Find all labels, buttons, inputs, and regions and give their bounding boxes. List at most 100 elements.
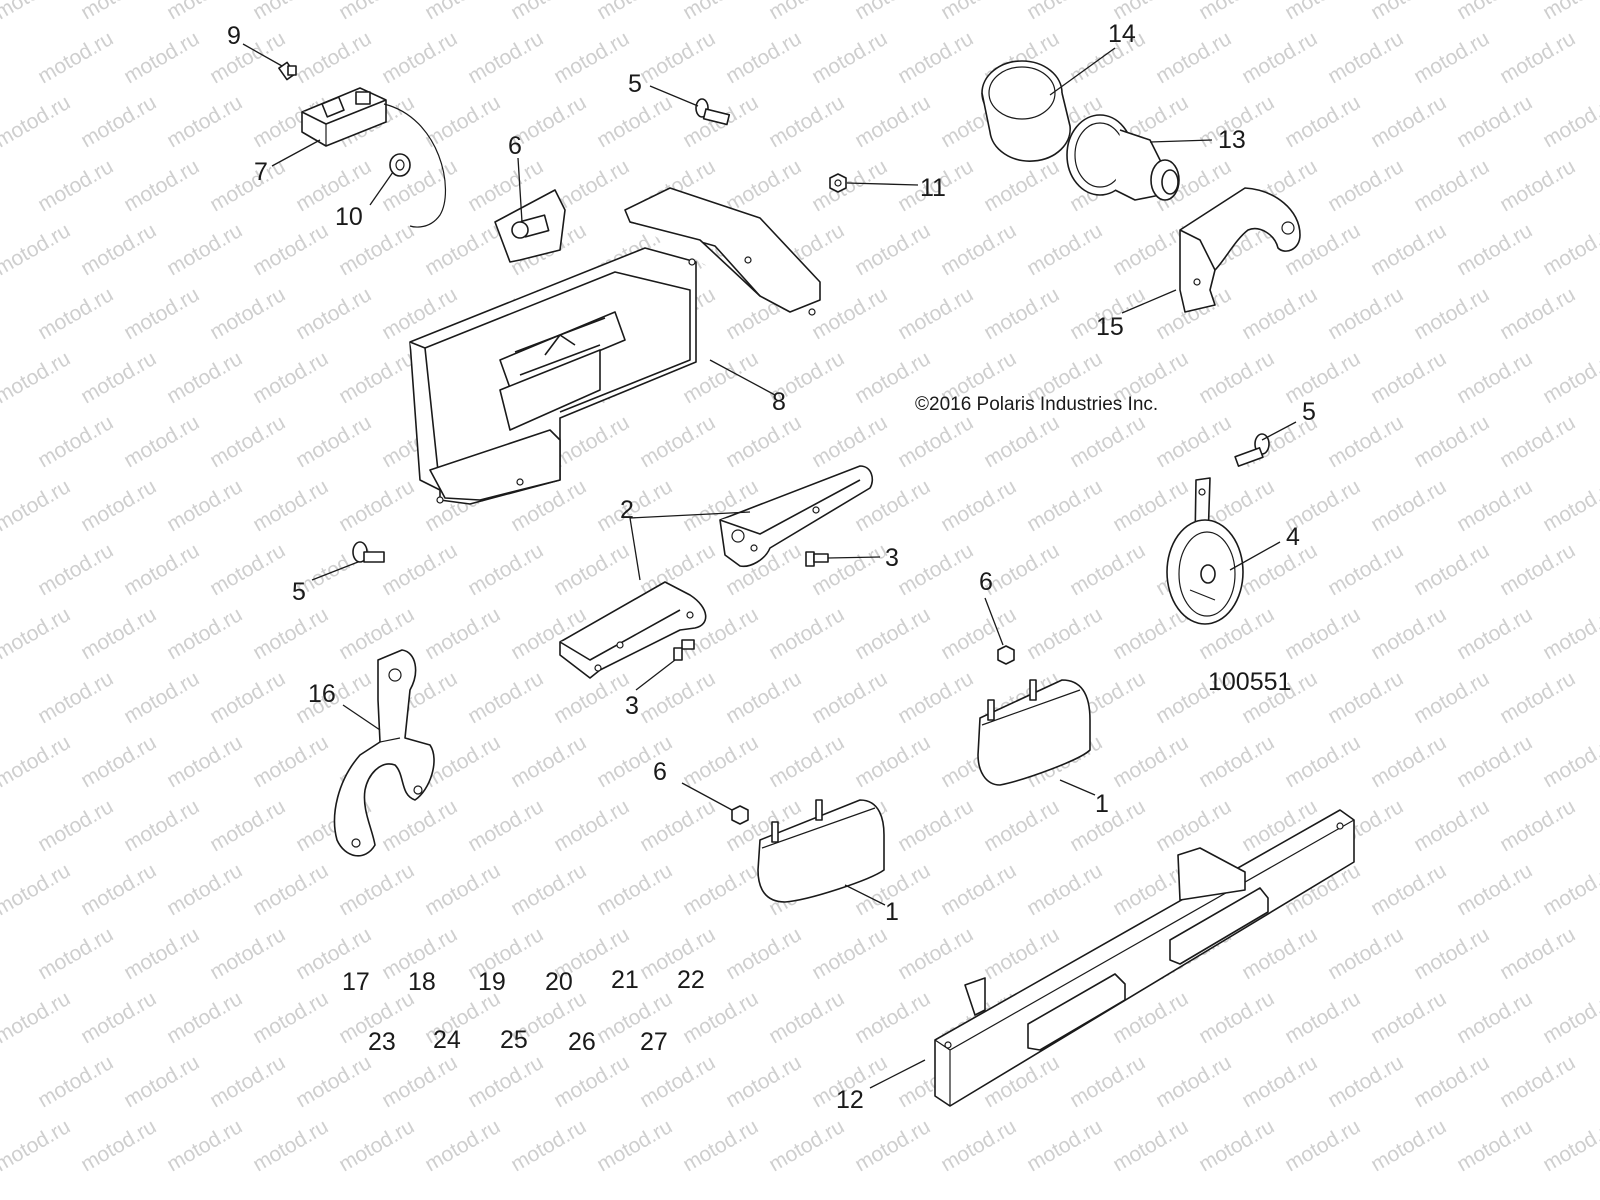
ref-27: 27 (640, 1028, 668, 1056)
watermark-text: motod.ru (679, 987, 762, 1048)
watermark-text: motod.ru (77, 475, 160, 536)
watermark-text: motod.ru (1023, 0, 1106, 24)
watermark-text: motod.ru (292, 283, 375, 344)
watermark-text: motod.ru (1066, 411, 1149, 472)
watermark-text: motod.ru (550, 795, 633, 856)
leader-lines (242, 43, 1297, 1089)
ref-25: 25 (500, 1026, 528, 1054)
watermark-text: motod.ru (808, 155, 891, 216)
watermark-text: motod.ru (1238, 539, 1321, 600)
watermark-text: motod.ru (421, 1115, 504, 1176)
watermark-text: motod.ru (1367, 1115, 1450, 1176)
watermark-text: motod.ru (593, 475, 676, 536)
watermark-text: motod.ru (636, 411, 719, 472)
watermark-text: motod.ru (1109, 603, 1192, 664)
watermark-text: motod.ru (1152, 411, 1235, 472)
watermark-text: motod.ru (0, 603, 74, 664)
watermark-text: motod.ru (894, 667, 977, 728)
watermark-text: motod.ru (249, 0, 332, 24)
watermark-text: motod.ru (0, 1115, 74, 1176)
watermark-text: motod.ru (1324, 923, 1407, 984)
part-screw-3-upper (805, 551, 829, 567)
extra-reference-numbers: 17 18 19 20 21 22 23 24 25 26 27 (342, 966, 705, 1056)
watermark-text: motod.ru (206, 795, 289, 856)
watermark-text: motod.ru (937, 0, 1020, 24)
watermark-text: motod.ru (1195, 731, 1278, 792)
watermark-text: motod.ru (378, 1051, 461, 1112)
watermark-text: motod.ru (679, 1115, 762, 1176)
watermark-text: motod.ru (1324, 1051, 1407, 1112)
watermark-text: motod.ru (1023, 475, 1106, 536)
watermark-text: motod.ru (206, 923, 289, 984)
watermark-text: motod.ru (1195, 347, 1278, 408)
watermark-text: motod.ru (1152, 27, 1235, 88)
watermark-text: motod.ru (0, 0, 74, 24)
watermark-text: motod.ru (34, 1051, 117, 1112)
watermark-text: motod.ru (421, 219, 504, 280)
watermark-text: motod.ru (722, 1051, 805, 1112)
watermark-text: motod.ru (120, 27, 203, 88)
callout-6b: 6 (979, 568, 993, 596)
watermark-text: motod.ru (1453, 219, 1536, 280)
watermark-text: motod.ru (206, 667, 289, 728)
watermark-text: motod.ru (1410, 283, 1493, 344)
watermark-text: motod.ru (163, 0, 246, 24)
watermark-text: motod.ru (249, 987, 332, 1048)
part-nut-6-bottom (731, 805, 749, 825)
watermark-text: motod.ru (206, 283, 289, 344)
watermark-text: motod.ru (1367, 91, 1450, 152)
watermark-text: motod.ru (722, 923, 805, 984)
watermark-text: motod.ru (1109, 1115, 1192, 1176)
watermark-text: motod.ru (980, 155, 1063, 216)
watermark-text: motod.ru (1496, 539, 1579, 600)
watermark-text: motod.ru (163, 731, 246, 792)
watermark-text: motod.ru (1453, 475, 1536, 536)
watermark-text: motod.ru (292, 27, 375, 88)
watermark-text: motod.ru (1367, 731, 1450, 792)
watermark-text: motod.ru (851, 731, 934, 792)
watermark-text: motod.ru (1023, 859, 1106, 920)
watermark-text: motod.ru (120, 539, 203, 600)
watermark-text: motod.ru (335, 1115, 418, 1176)
watermark-text: motod.ru (120, 283, 203, 344)
watermark-text: motod.ru (1453, 859, 1536, 920)
watermark-text: motod.ru (1410, 539, 1493, 600)
watermark-text: motod.ru (249, 603, 332, 664)
watermark-text: motod.ru (163, 603, 246, 664)
watermark-text: motod.ru (1281, 731, 1364, 792)
part-lamp-13 (1066, 114, 1180, 201)
watermark-text: motod.ru (1238, 923, 1321, 984)
watermark-text: motod.ru (77, 219, 160, 280)
watermark-text: motod.ru (0, 731, 74, 792)
watermark-text: motod.ru (77, 603, 160, 664)
watermark-text: motod.ru (464, 27, 547, 88)
callout-1: 1 (1095, 790, 1109, 818)
ref-19: 19 (478, 968, 506, 996)
watermark-text: motod.ru (0, 987, 74, 1048)
callout-9: 9 (227, 22, 241, 50)
watermark-text: motod.ru (34, 283, 117, 344)
watermark-text: motod.ru (335, 347, 418, 408)
ref-22: 22 (677, 966, 705, 994)
watermark-text: motod.ru (851, 1115, 934, 1176)
watermark-text: motod.ru (1109, 475, 1192, 536)
watermark-text: motod.ru (1367, 475, 1450, 536)
callout-3: 3 (885, 544, 899, 572)
watermark-text: motod.ru (636, 667, 719, 728)
watermark-text: motod.ru (0, 859, 74, 920)
watermark-text: motod.ru (1367, 347, 1450, 408)
callout-5c: 5 (292, 578, 306, 606)
watermark-text: motod.ru (1496, 795, 1579, 856)
watermark-text: motod.ru (1281, 1115, 1364, 1176)
watermark-text: motod.ru (636, 795, 719, 856)
watermark-text: motod.ru (1453, 987, 1536, 1048)
watermark-text: motod.ru (34, 795, 117, 856)
watermark-text: motod.ru (1453, 1115, 1536, 1176)
watermark-text: motod.ru (77, 91, 160, 152)
diagram-id: 100551 (1208, 668, 1291, 696)
watermark-text: motod.ru (894, 539, 977, 600)
watermark-text: motod.ru (206, 27, 289, 88)
watermark-text: motod.ru (0, 91, 74, 152)
watermark-text: motod.ru (1539, 91, 1600, 152)
